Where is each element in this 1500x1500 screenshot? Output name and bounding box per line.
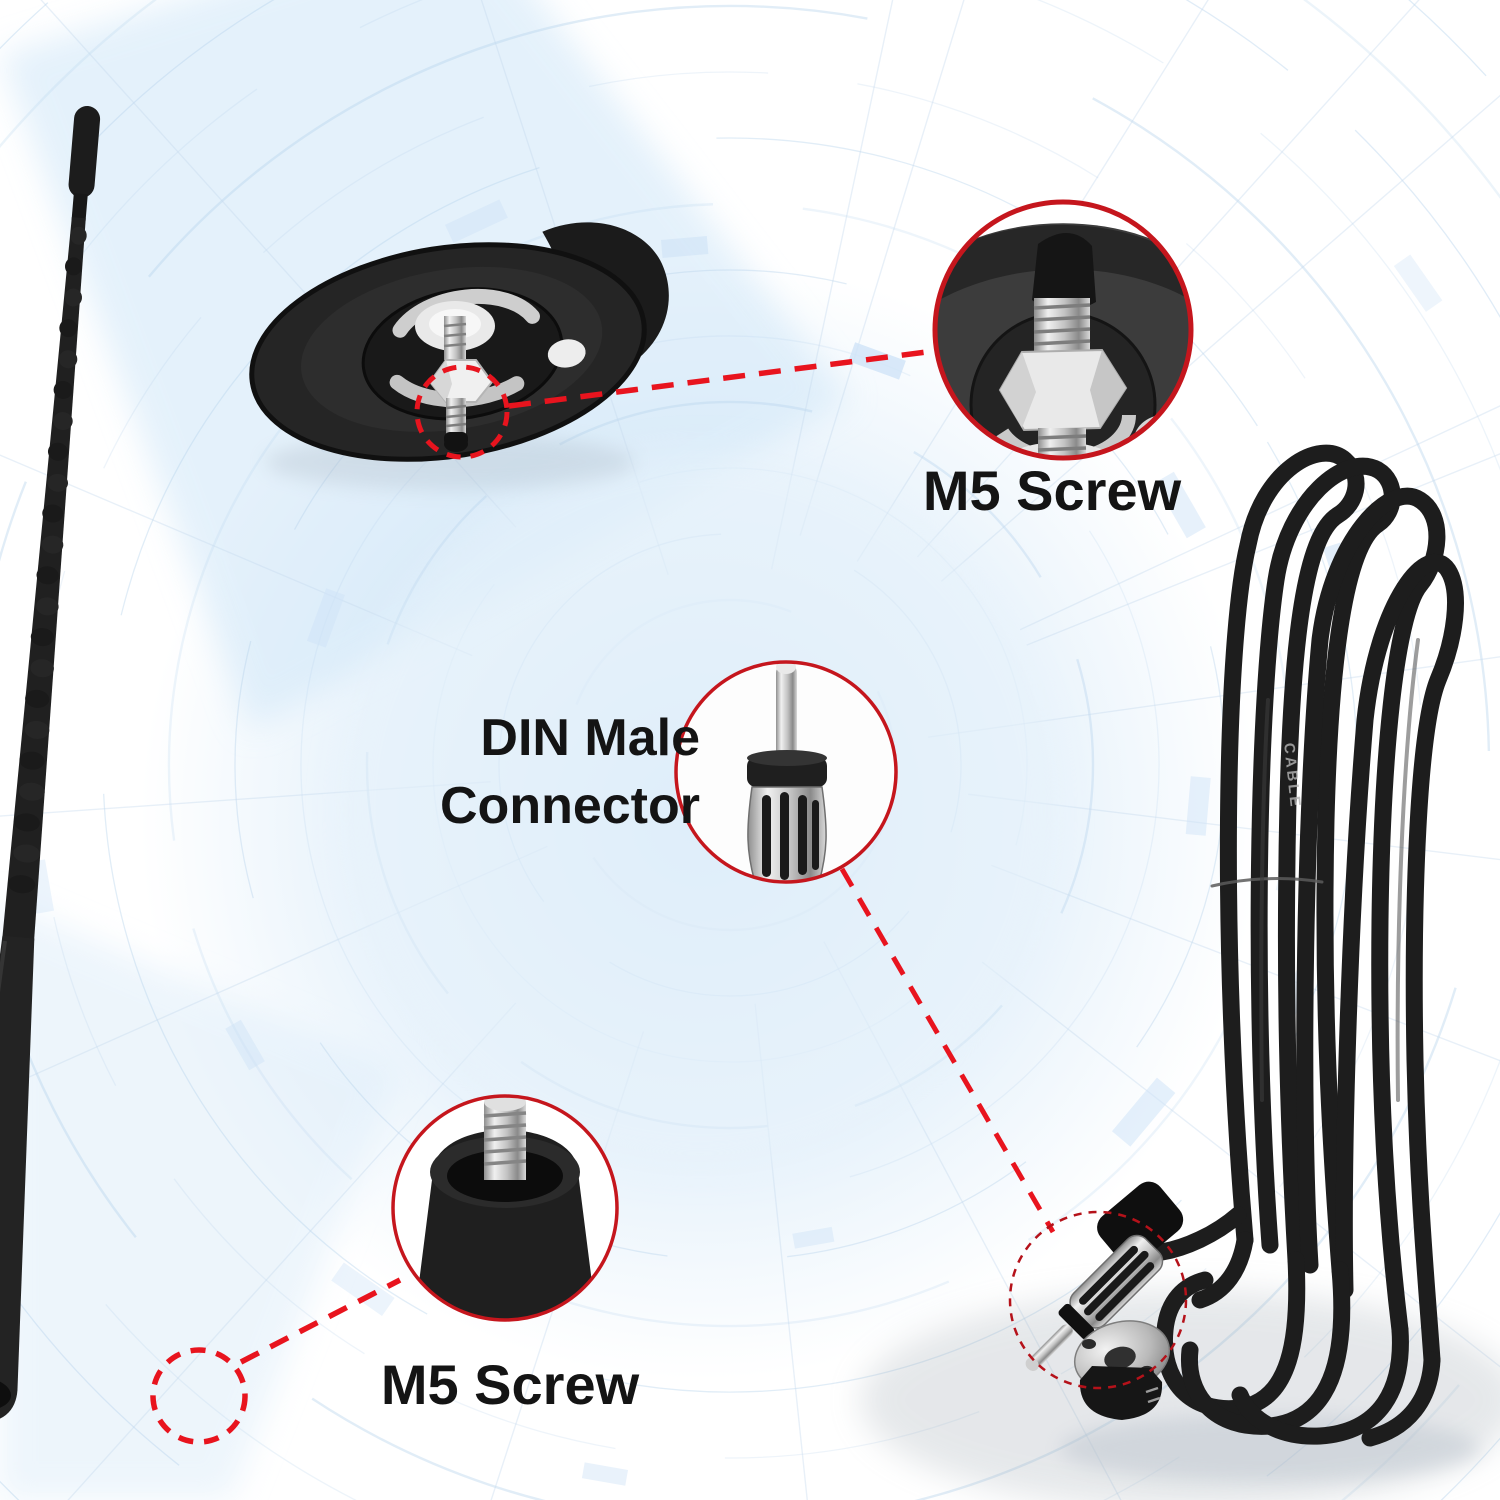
label-din-line2: Connector <box>440 777 700 835</box>
cable-plug-dashed-ellipse <box>1008 1210 1188 1390</box>
label-din-line1: DIN Male <box>480 709 700 767</box>
leader-line-mast-to-m5 <box>239 1277 402 1365</box>
m5-screw-callout-bottom <box>391 1094 619 1322</box>
label-m5-screw-bottom: M5 Screw <box>380 1353 640 1416</box>
m5-screw-callout-top <box>932 199 1194 461</box>
antenna-mast <box>0 106 101 1424</box>
antenna-cable <box>1153 444 1464 1447</box>
base-screw-dashed-circle <box>414 364 510 460</box>
annotation-marks <box>150 348 1188 1445</box>
din-connector-callout <box>674 660 898 884</box>
din-plug <box>1025 1181 1184 1420</box>
leader-line-din-to-cable <box>839 867 1056 1234</box>
label-din-male-connector: DIN Male Connector <box>360 704 700 840</box>
label-m5-screw-top: M5 Screw <box>922 459 1182 522</box>
antenna-base <box>249 222 669 462</box>
mast-screw-dashed-circle <box>150 1347 248 1445</box>
